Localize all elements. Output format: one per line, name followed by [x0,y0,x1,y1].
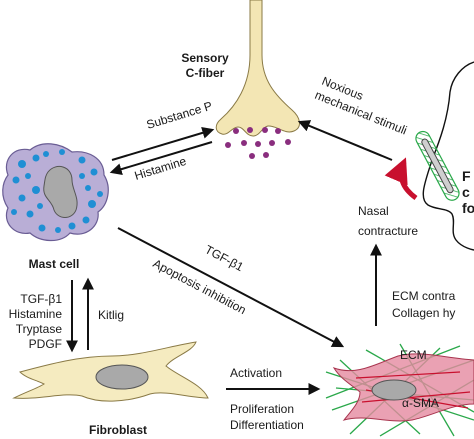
contracture-arrow [384,157,418,201]
fibroblast [12,341,209,402]
neuropeptide-vesicles [225,127,291,159]
ecm-contraction-label: ECM contra [392,289,456,303]
collagen-label: Collagen hy [392,306,455,320]
sensory-label-line1: Sensory [181,51,229,65]
alpha-sma-label: α-SMA [402,396,439,410]
differentiation-label: Differentiation [230,418,304,432]
proliferation-label: Proliferation [230,402,294,416]
nasal-contracture-line1: Nasal [358,204,389,218]
mediator-item: Histamine [9,307,63,321]
mediator-item: TGF-β1 [20,292,62,306]
mast-cell [2,143,109,242]
substance-p-label: Substance P [145,99,214,132]
nasal-contracture-line2: contracture [358,224,418,238]
mediator-item: PDGF [29,337,62,351]
kitlig-label: Kitlig [98,308,124,322]
fibroblast-nucleus [95,364,149,390]
nose-profile: F c fo [415,61,474,251]
fibroblast-label: Fibroblast [89,423,147,437]
cut-label-line3: fo [462,200,474,216]
mediator-item: Tryptase [16,322,63,336]
cut-label-line2: c [462,184,470,200]
myofibroblast-nucleus [371,379,417,401]
sensory-c-fiber [215,0,300,159]
histamine-arrow [109,141,213,175]
myofibroblast [325,343,474,437]
cut-label-line1: F [462,168,471,184]
noxious-stimuli-arrow [297,120,393,161]
mast-cell-granules [11,149,103,233]
mast-cell-label: Mast cell [29,257,80,271]
ecm-label: ECM [400,348,427,362]
substance-p-arrow [111,127,215,161]
sensory-label-line2: C-fiber [186,66,225,80]
nasal-implant [415,130,460,201]
activation-label: Activation [230,366,282,380]
tgf-b1-label: TGF-β1 [203,242,247,274]
tgf-apoptosis-arrow [117,227,345,348]
mast-to-fibroblast-mediators: TGF-β1 Histamine Tryptase PDGF [9,292,63,351]
nose-outline [422,61,474,251]
nerve-ending-shape [215,0,300,137]
mast-cell-nucleus [43,165,78,218]
